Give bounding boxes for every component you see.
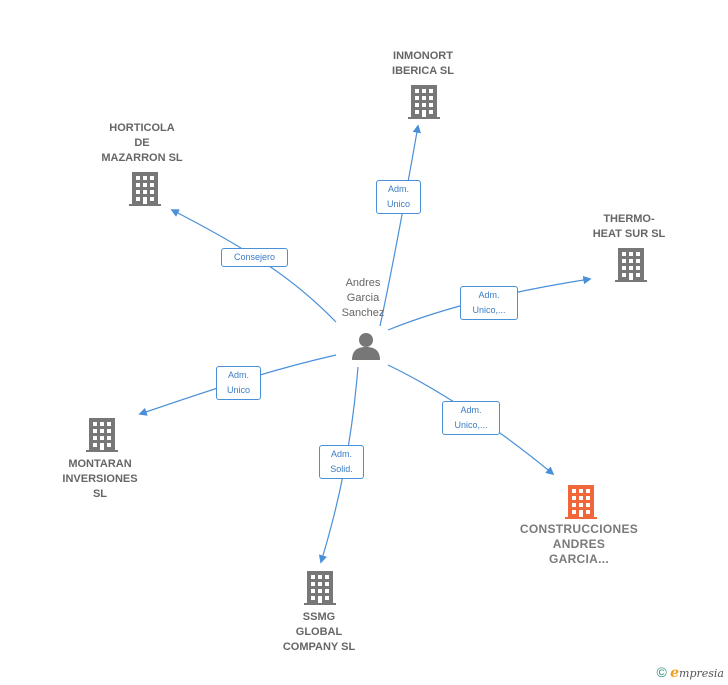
building-icon-inmonort[interactable] <box>408 85 440 119</box>
building-icon-thermo[interactable] <box>615 248 647 282</box>
company-label-construcciones[interactable]: CONSTRUCCIONES ANDRES GARCIA... <box>519 522 639 566</box>
company-label-ssmg[interactable]: SSMG GLOBAL COMPANY SL <box>282 611 356 653</box>
person-name[interactable]: Andres Garcia Sanchez <box>341 277 385 319</box>
building-icon-construcciones[interactable] <box>565 485 597 519</box>
relation-label-thermo: Adm. Unico,... <box>460 286 518 320</box>
company-label-inmonort[interactable]: INMONORT IBERICA SL <box>392 50 454 77</box>
edge-horticola <box>170 209 337 323</box>
building-icon-horticola[interactable] <box>129 172 161 206</box>
brand-initial: e <box>670 665 680 681</box>
building-icon-montaran[interactable] <box>86 418 118 452</box>
person-icon[interactable] <box>352 333 380 360</box>
relation-label-inmonort: Adm. Unico <box>376 180 421 214</box>
edge-inmonort <box>379 124 421 327</box>
company-label-horticola[interactable]: HORTICOLA DE MAZARRON SL <box>101 122 183 164</box>
relation-label-construcciones: Adm. Unico,... <box>442 401 500 435</box>
company-label-montaran[interactable]: MONTARAN INVERSIONES SL <box>62 458 138 500</box>
relation-label-ssmg: Adm. Solid. <box>319 445 364 479</box>
company-label-thermo[interactable]: THERMO- HEAT SUR SL <box>592 213 666 240</box>
copyright-symbol: © <box>656 664 667 680</box>
empresia-logo[interactable]: © empresia <box>656 664 724 681</box>
brand-name: mpresia <box>679 667 724 680</box>
building-icon-ssmg[interactable] <box>304 571 336 605</box>
relation-label-montaran: Adm. Unico <box>216 366 261 400</box>
relation-label-horticola: Consejero <box>221 248 288 267</box>
